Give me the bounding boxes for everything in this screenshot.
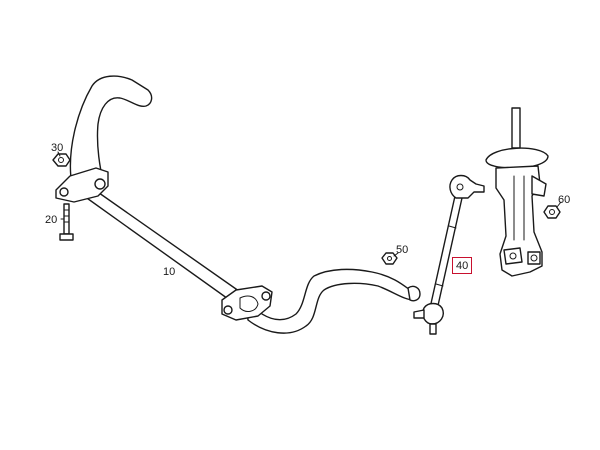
suspension-strut — [485, 107, 549, 277]
stabilizer-link-part-40[interactable] — [413, 174, 485, 335]
bolt-part-20[interactable] — [59, 203, 74, 241]
callout-50[interactable]: 50 — [396, 244, 409, 256]
callout-60[interactable]: 60 — [558, 194, 571, 206]
nut-part-30[interactable] — [52, 153, 71, 167]
left-bar-clamp[interactable] — [55, 167, 109, 203]
right-bar-clamp[interactable] — [221, 285, 273, 321]
nut-part-60[interactable] — [543, 205, 561, 219]
callout-10[interactable]: 10 — [163, 266, 176, 278]
callout-20[interactable]: 20 — [45, 214, 58, 226]
stabilizer-bar[interactable] — [69, 75, 421, 334]
callout-30[interactable]: 30 — [51, 142, 64, 154]
callout-40[interactable]: 40 — [452, 257, 473, 274]
leader-lines — [57, 151, 562, 257]
nut-part-50[interactable] — [381, 252, 398, 265]
